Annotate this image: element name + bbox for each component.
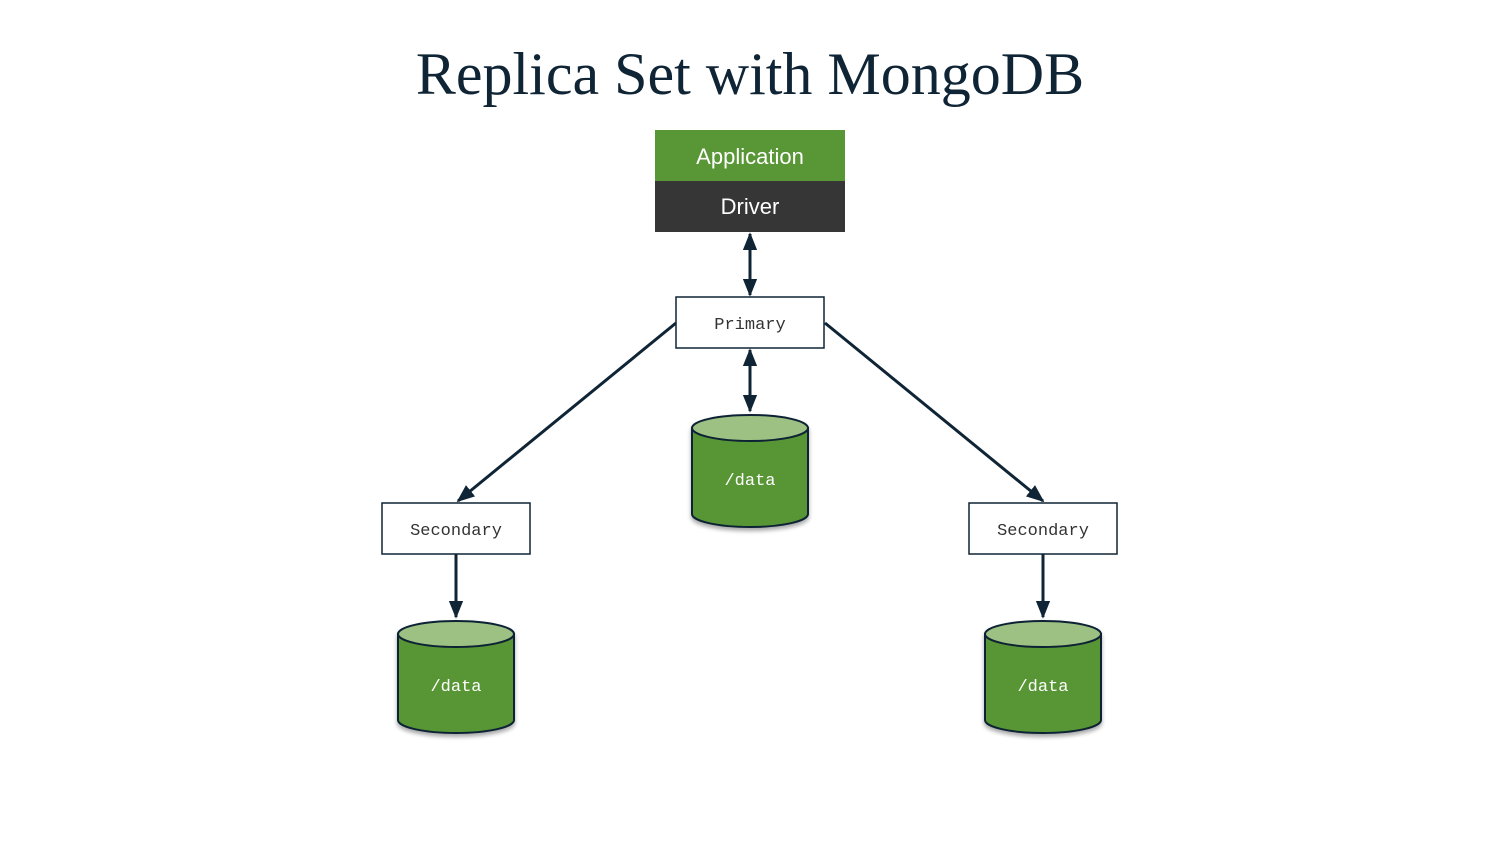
data-label-secondary-right: /data [1017,678,1068,697]
secondary-node-right: Secondary [968,502,1118,555]
primary-box [675,296,825,349]
secondary-node-left: Secondary [381,502,531,555]
arrow-primary-secondary-left [456,321,677,503]
data-label-secondary-left: /data [430,678,481,697]
driver-label: Driver [721,194,780,219]
secondary-label-right: Secondary [997,522,1089,541]
primary-label: Primary [714,316,785,335]
application-driver-box: Application Driver [655,130,845,232]
data-label-primary: /data [724,472,775,491]
arrow-primary-secondary-right [824,321,1045,503]
data-cylinder-secondary-right: /data [984,620,1102,734]
data-cylinder-secondary-left: /data [397,620,515,734]
application-block [655,130,845,181]
secondary-label-left: Secondary [410,522,502,541]
connections [448,232,1051,619]
driver-block [655,181,845,232]
primary-node: Primary [675,296,825,349]
page-title: Replica Set with MongoDB [415,41,1085,107]
data-cylinder-primary: /data [691,414,809,528]
application-label: Application [696,144,804,169]
secondary-box-right [968,502,1118,555]
secondary-box-left [381,502,531,555]
